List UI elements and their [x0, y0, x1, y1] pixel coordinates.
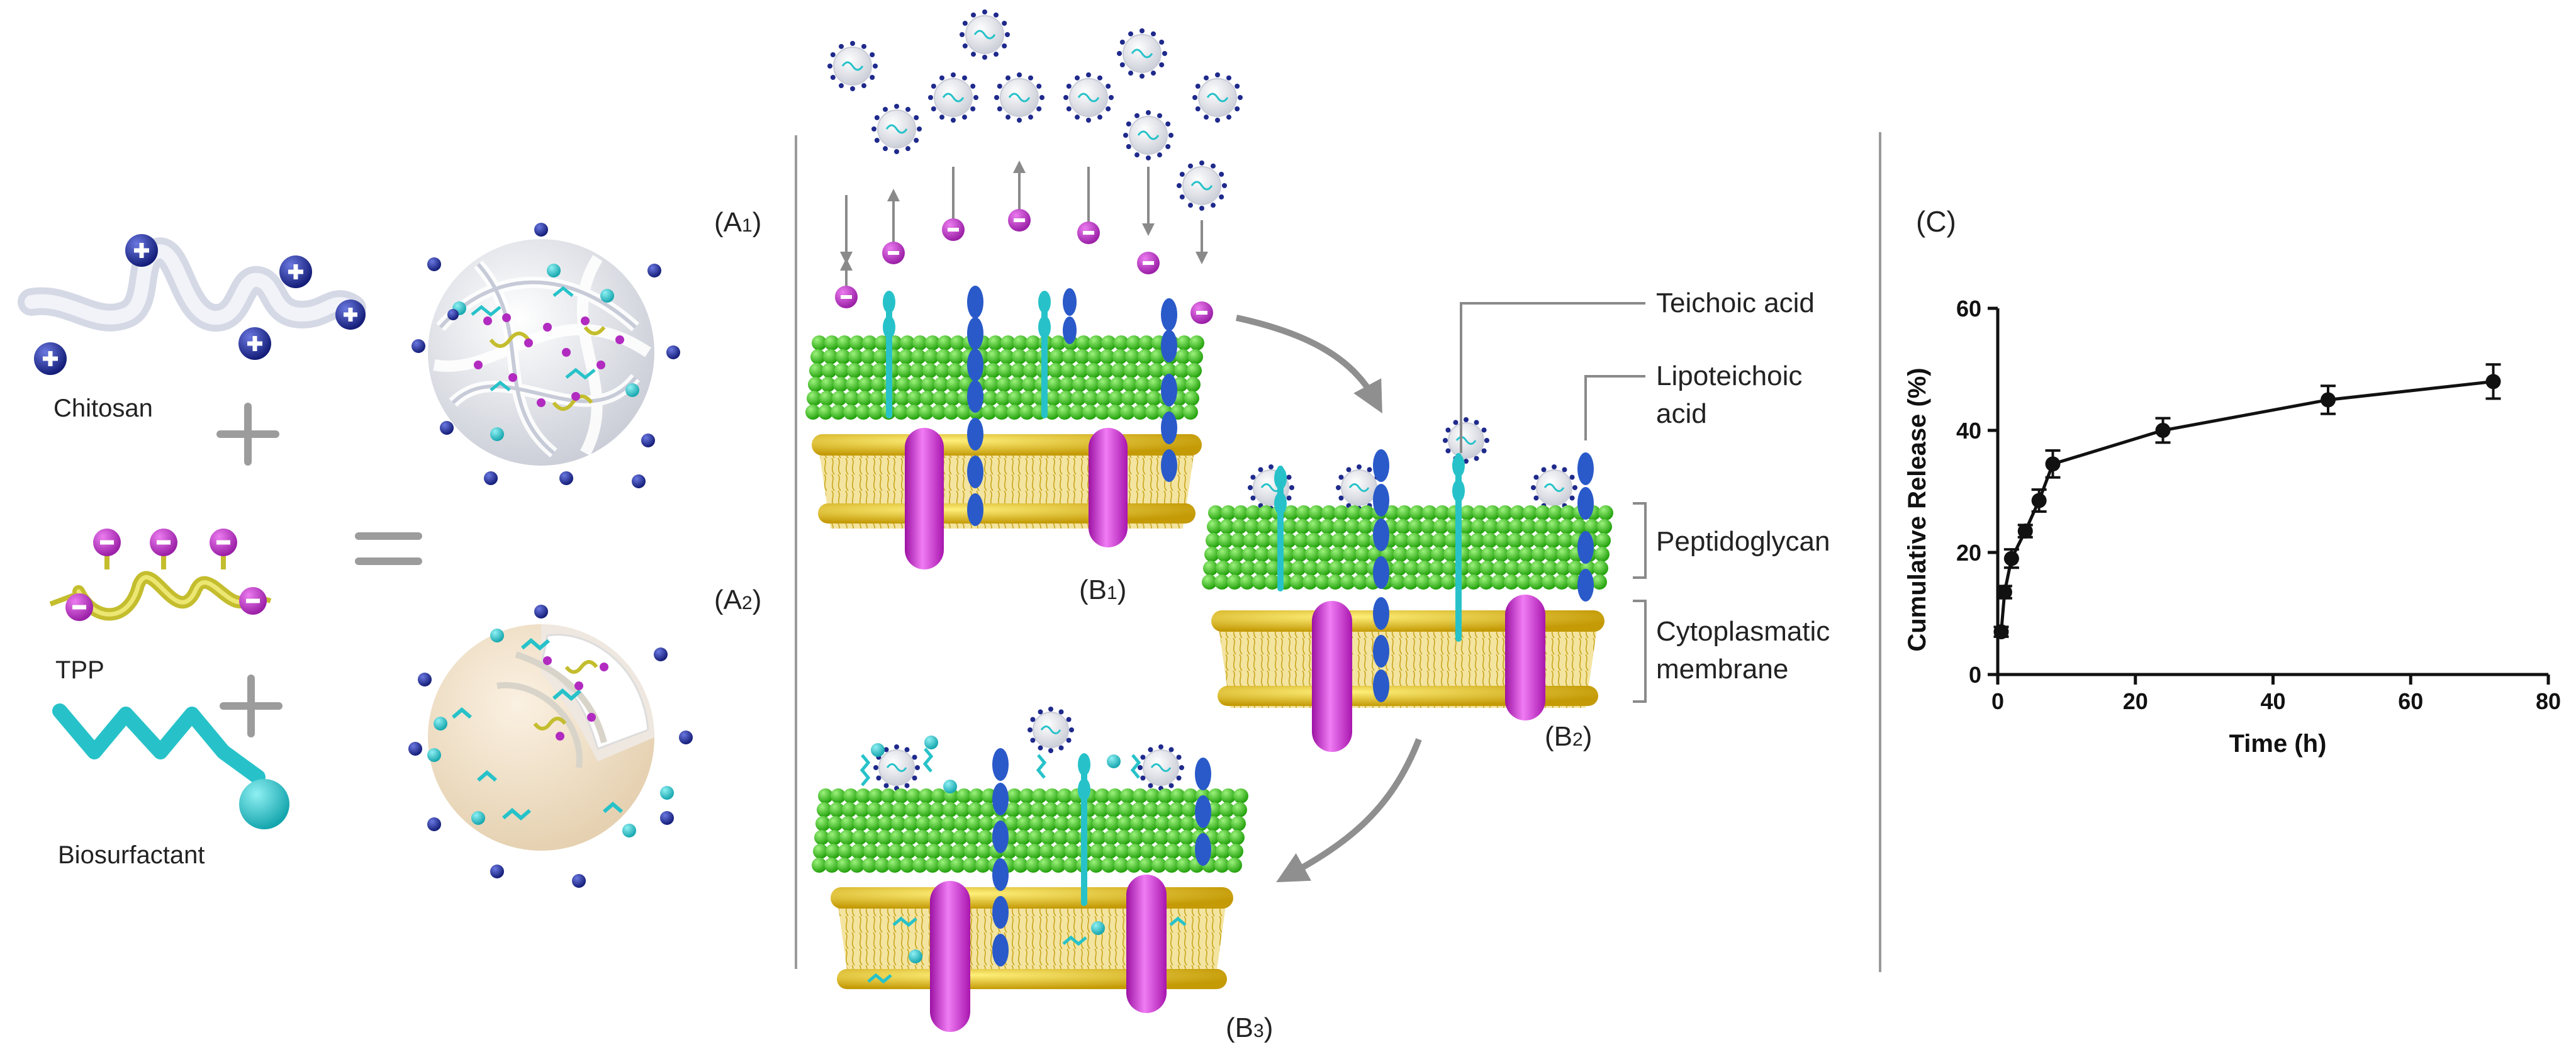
biosurfactant-label: Biosurfactant — [58, 841, 204, 869]
x-tick-label: 20 — [2123, 688, 2148, 714]
membrane-protein — [1126, 875, 1167, 1013]
data-point — [1996, 585, 2012, 600]
callout-peptidoglycan: Peptidoglycan — [1656, 526, 1830, 557]
nanoparticle-icon — [994, 72, 1044, 123]
equals-sign — [355, 532, 422, 565]
nanoparticle-icon — [827, 41, 878, 91]
cell-wall-b1 — [805, 286, 1204, 569]
x-tick-label: 80 — [2536, 688, 2561, 714]
nanoparticle-icon — [960, 9, 1010, 60]
negative-charge-icon — [942, 218, 965, 241]
nanoparticle-icon — [871, 104, 922, 154]
chitosan-label: Chitosan — [53, 395, 153, 422]
callout-cytoplasmatic-line1: Cytoplasmatic — [1656, 616, 1830, 647]
nanoparticle-icon — [1248, 464, 1294, 511]
callout-lines — [1460, 302, 1647, 703]
nanoparticle-icon — [1443, 417, 1489, 464]
x-tick-label: 40 — [2260, 688, 2285, 714]
negative-charge-icon — [65, 529, 267, 621]
membrane-protein — [1312, 601, 1352, 752]
panel-label-b2: (B2) — [1545, 721, 1592, 752]
negative-charge-icon — [835, 286, 858, 308]
y-axis-title: Cumulative Release (%) — [1903, 367, 1931, 651]
nanoparticle-icon — [873, 744, 920, 791]
membrane-protein — [1505, 595, 1545, 720]
data-point — [2321, 392, 2336, 408]
nanoparticle-icon — [928, 72, 978, 123]
cell-wall-b2 — [1202, 449, 1613, 752]
data-point — [2003, 551, 2019, 566]
teichoic-acid — [967, 286, 1177, 526]
tpp-label: TPP — [55, 656, 104, 684]
x-tick-label: 60 — [2398, 688, 2423, 714]
y-tick-label: 60 — [1956, 296, 1981, 322]
plus-sign — [216, 403, 283, 737]
membrane-protein — [905, 428, 944, 569]
membrane-protein — [930, 881, 970, 1032]
teichoic-acid — [992, 748, 1211, 966]
panel-label-c: (C) — [1916, 205, 1956, 238]
x-axis-title: Time (h) — [2229, 730, 2327, 758]
teichoic-acid — [1373, 449, 1594, 702]
data-point — [2485, 374, 2501, 389]
panel-label-a2: (A2) — [714, 585, 761, 615]
negative-charge-icon — [882, 242, 905, 264]
callout-cytoplasmatic-line2: membrane — [1656, 654, 1788, 685]
data-point — [2017, 524, 2033, 539]
tpp-molecule — [49, 529, 272, 621]
nanoparticle-icon — [1177, 160, 1227, 211]
callout-lipoteichoic-line2: acid — [1656, 398, 1707, 429]
transition-arrow-2 — [1276, 738, 1422, 883]
y-tick-label: 0 — [1969, 662, 1981, 688]
negative-charge-icon — [1008, 209, 1031, 232]
y-tick-label: 40 — [1956, 418, 1981, 444]
nanoparticle-icon — [1063, 72, 1114, 123]
peptidoglycan-layer — [812, 788, 1248, 873]
positive-charge-icon — [412, 223, 680, 488]
biosurfactant-molecule — [52, 703, 289, 829]
data-point — [1993, 624, 2009, 640]
cell-wall-b3 — [812, 736, 1248, 1032]
nanoparticle-icon — [1123, 110, 1173, 160]
negative-charge-icon — [1190, 301, 1213, 324]
release-curve — [2000, 379, 2494, 632]
panel-label-b3: (B3) — [1226, 1012, 1273, 1043]
peptidoglycan-layer — [805, 335, 1204, 420]
x-tick-label: 0 — [1991, 688, 2004, 714]
panel-label-b1: (B1) — [1079, 574, 1126, 605]
callout-teichoic-acid: Teichoic acid — [1656, 288, 1815, 318]
membrane-protein — [1089, 428, 1128, 547]
panel-label-a1: (A1) — [714, 207, 761, 238]
data-point — [2155, 423, 2171, 438]
negative-charge-icon — [1137, 252, 1160, 274]
nanoparticle-icon — [1531, 464, 1577, 511]
nanoparticle-icon — [1028, 707, 1074, 753]
chitosan-molecule — [18, 234, 366, 375]
positive-charge-icon — [34, 234, 366, 375]
negative-charge-icon — [1077, 221, 1100, 244]
nanoparticle-icon — [1138, 744, 1184, 791]
callout-lipoteichoic-line1: Lipoteichoic — [1656, 361, 1802, 391]
release-chart: Cumulative Release (%) Time (h) 0 20 40 60 0… — [1903, 296, 2561, 758]
data-point — [2045, 456, 2061, 472]
transition-arrow-1 — [1235, 315, 1382, 414]
peptidoglycan-layer — [1202, 505, 1613, 590]
nanoparticle-a2 — [408, 605, 693, 888]
nanoparticle-icon — [1117, 28, 1167, 79]
data-point — [2031, 493, 2047, 508]
nanoparticle-a1 — [412, 223, 680, 488]
y-tick-label: 20 — [1956, 540, 1981, 566]
nanoparticle-icon — [1192, 72, 1243, 123]
positive-charge-icon — [408, 605, 693, 888]
